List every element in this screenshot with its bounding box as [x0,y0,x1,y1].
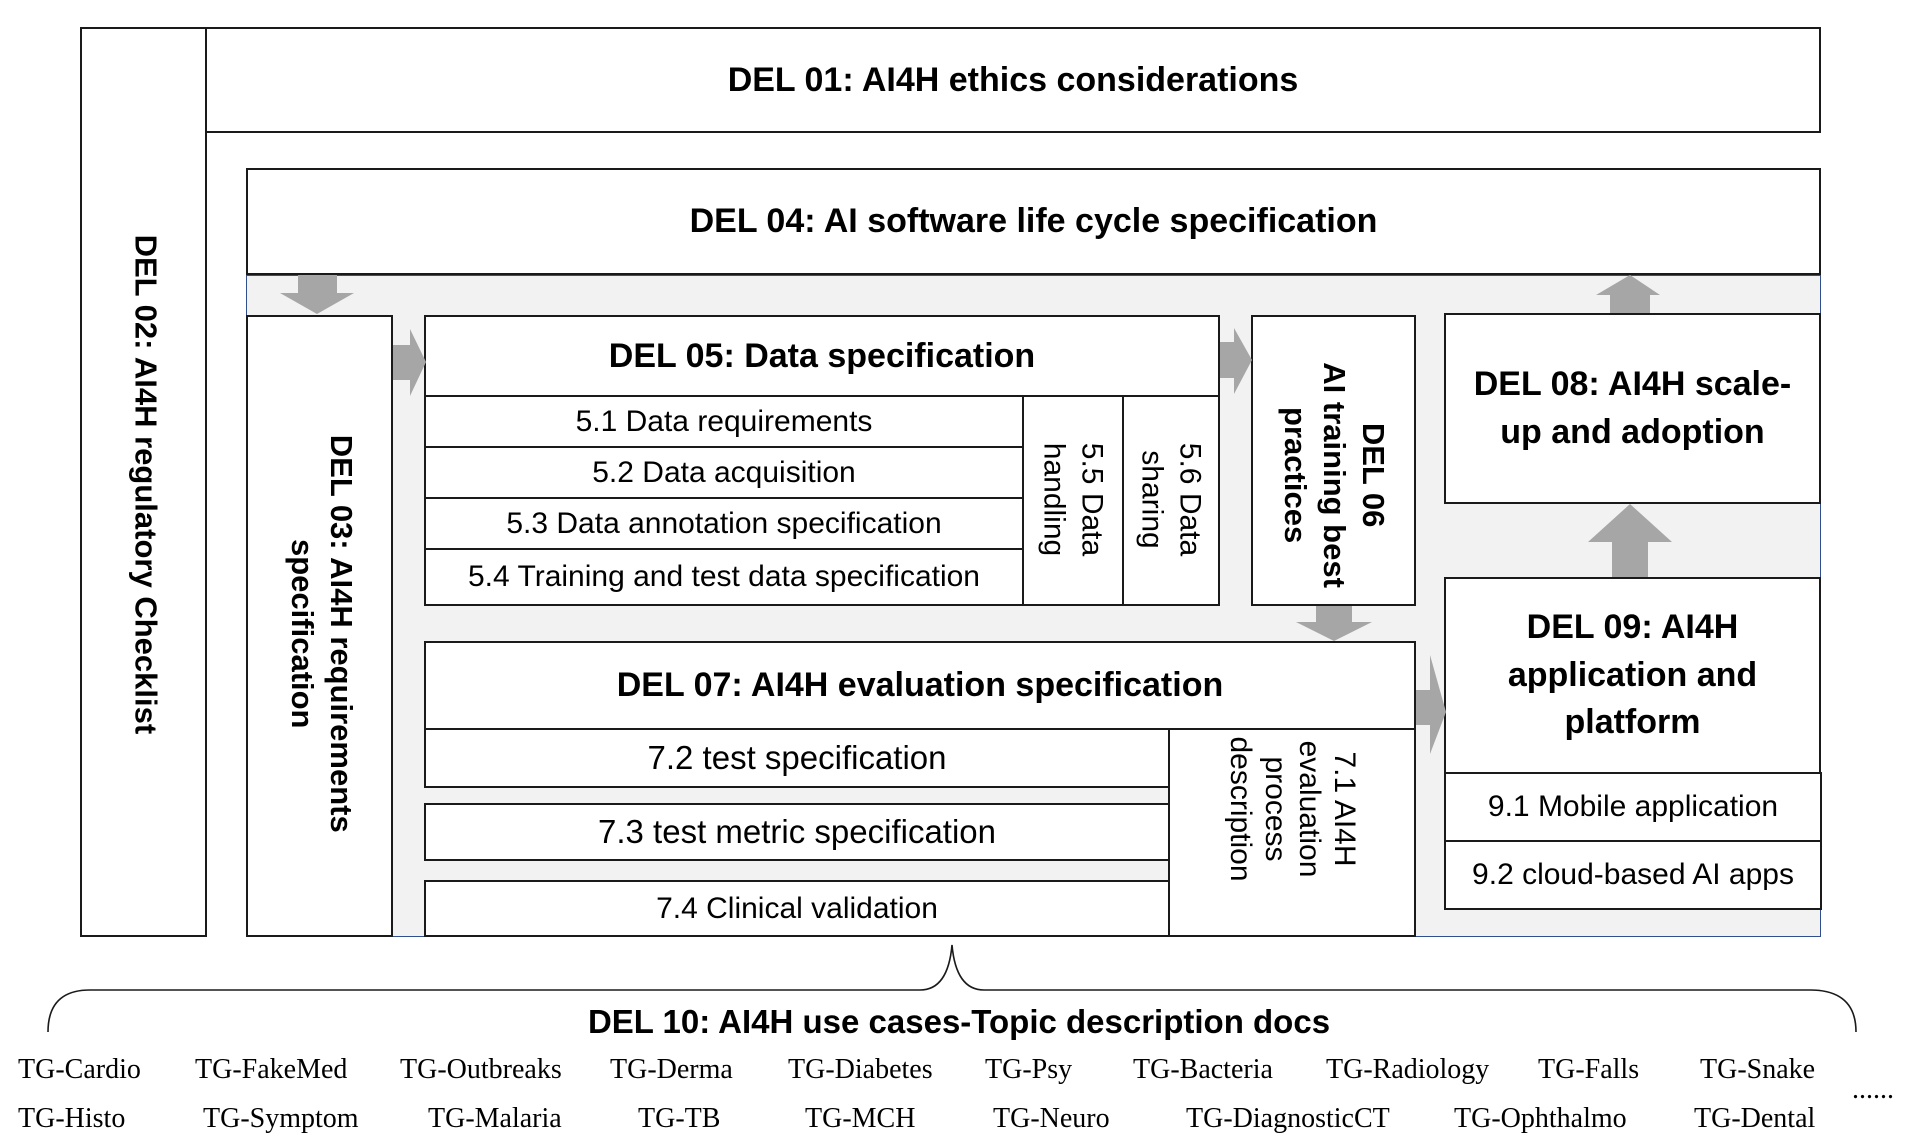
tg-fakemed: TG-FakeMed [195,1054,348,1085]
tg-falls: TG-Falls [1538,1054,1640,1085]
del08-line1: DEL 08: AI4H scale- [1473,364,1792,403]
tg-snake: TG-Snake [1700,1054,1816,1085]
del09-title-box: DEL 09: AI4H application and platform [1444,577,1821,774]
del01-box: DEL 01: AI4H ethics considerations [205,27,1821,133]
arrow-down-del04-del03 [280,275,354,314]
del07-row-3: 7.4 Clinical validation [424,880,1170,937]
tg-tb: TG-TB [638,1103,721,1134]
del07-row-3-label: 7.4 Clinical validation [656,891,938,925]
tg-bacteria: TG-Bacteria [1133,1054,1273,1085]
del09-row-2-label: 9.2 cloud-based AI apps [1472,858,1794,891]
del07-side-box: 7.1 AI4H evaluation process description [1168,728,1416,937]
del08-line2: up and adoption [1500,412,1765,451]
del10-title: DEL 10: AI4H use cases-Topic description… [587,1003,1331,1040]
del09-line3: platform [1564,703,1701,742]
del07-row-1-label: 7.2 test specification [647,739,947,776]
del07-title: DEL 07: AI4H evaluation specification [616,666,1224,704]
del05-row-3-label: 5.3 Data annotation specification [506,506,942,540]
del07-row-2: 7.3 test metric specification [424,803,1170,861]
tg-neuro: TG-Neuro [993,1103,1110,1134]
tg-histo: TG-Histo [18,1103,126,1134]
tg-diagnosticct: TG-DiagnosticCT [1186,1103,1390,1134]
del01-label: DEL 01: AI4H ethics considerations [727,60,1299,99]
del09-line1: DEL 09: AI4H [1526,608,1739,647]
tg-radiology: TG-Radiology [1326,1054,1490,1085]
del04-label: DEL 04: AI software life cycle specifica… [689,202,1378,240]
tg-cardio: TG-Cardio [18,1054,141,1085]
del06-box: DEL 06 AI training best practices [1251,315,1416,606]
del09-row-1-label: 9.1 Mobile application [1487,790,1779,823]
del07-title-box: DEL 07: AI4H evaluation specification [424,641,1416,730]
del07-row-2-label: 7.3 test metric specification [598,813,996,850]
tg-derma: TG-Derma [610,1054,733,1085]
del05-row-1-label: 5.1 Data requirements [575,404,873,438]
del09-row-2: 9.2 cloud-based AI apps [1444,840,1822,910]
arrow-right-del03-del05 [393,329,426,396]
del09-line2: application and [1507,655,1758,694]
del05-row-4-label: 5.4 Training and test data specification [468,560,980,593]
del05-sharing-box: 5.6 Data sharing [1122,395,1220,606]
del05-row-2: 5.2 Data acquisition [424,446,1024,499]
tg-psy: TG-Psy [985,1054,1073,1085]
tg-symptom: TG-Symptom [203,1103,359,1134]
tg-dental: TG-Dental [1694,1103,1816,1134]
arrow-right-del05-del06 [1220,328,1252,394]
tg-mch: TG-MCH [805,1103,916,1134]
del03-box: DEL 03: AI4H requirements specification [246,315,393,937]
arrow-down-del06-del07 [1296,606,1372,641]
arrow-right-del07-del09 [1416,655,1446,754]
del05-handling-box: 5.5 Data handling [1022,395,1124,606]
del05-title: DEL 05: Data specification [608,336,1036,375]
tg-ophthalmo: TG-Ophthalmo [1454,1103,1627,1134]
tg-diabetes: TG-Diabetes [788,1054,933,1085]
arrow-up-del08-del04 [1596,275,1660,313]
del10-brace [47,944,1857,1033]
del04-box: DEL 04: AI software life cycle specifica… [246,168,1821,275]
del05-row-4: 5.4 Training and test data specification [424,548,1024,606]
del07-row-1: 7.2 test specification [424,728,1170,788]
arrow-up-del09-del08 [1588,504,1672,577]
del08-box: DEL 08: AI4H scale- up and adoption [1444,313,1821,504]
del05-title-box: DEL 05: Data specification [424,315,1220,397]
del05-row-2-label: 5.2 Data acquisition [592,455,856,489]
tg-malaria: TG-Malaria [428,1103,562,1134]
tg-outbreaks: TG-Outbreaks [400,1054,562,1085]
del02-box: DEL 02: AI4H regulatory Checklist [80,27,207,937]
tg-ellipsis: ...... [1852,1074,1894,1105]
